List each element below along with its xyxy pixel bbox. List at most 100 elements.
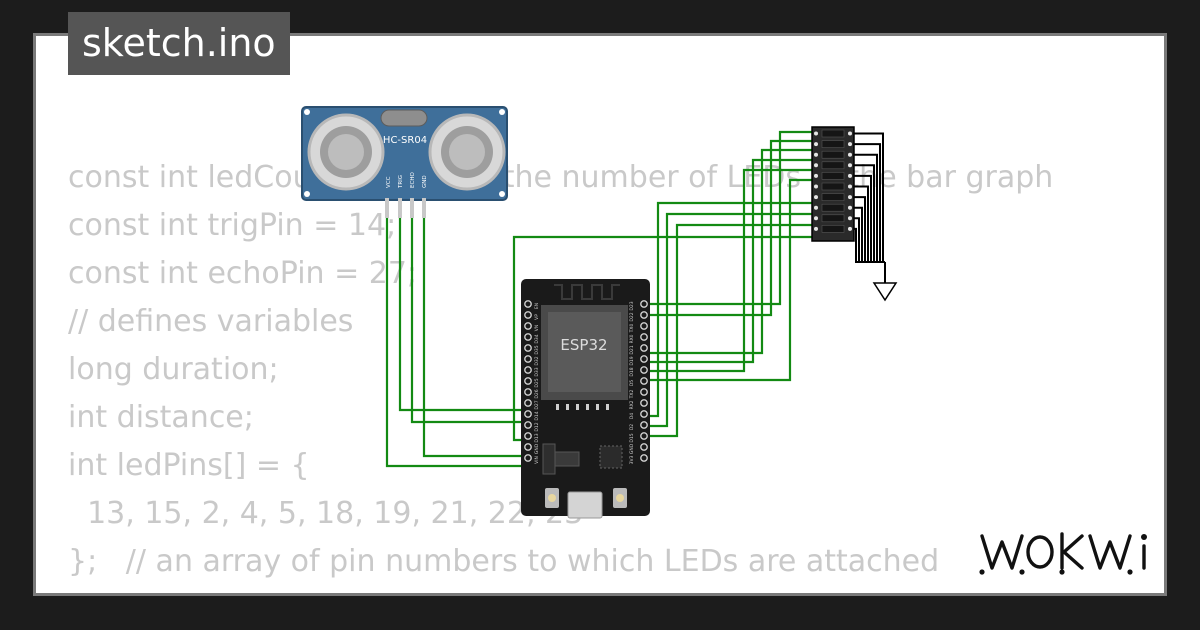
wire-trig[interactable] — [398, 198, 528, 412]
pin-label: D2 — [629, 424, 635, 430]
pin-label: RX2 — [629, 400, 635, 409]
pin-d2-right[interactable] — [640, 421, 648, 429]
pin-d5-right[interactable] — [640, 377, 648, 385]
pin-d15-right[interactable] — [640, 432, 648, 440]
pin-en-left[interactable] — [524, 300, 532, 308]
bar-segment — [821, 140, 845, 148]
pin-label: D23 — [629, 301, 635, 310]
wire-led-15[interactable] — [644, 223, 818, 438]
wire-echo[interactable] — [410, 198, 528, 424]
bar-pin-cathode[interactable] — [848, 205, 852, 210]
project-title-tab[interactable]: sketch.ino — [68, 12, 290, 75]
bar-pin-cathode[interactable] — [848, 173, 852, 178]
led-bar-graph[interactable] — [811, 126, 855, 242]
pin-gnd-left[interactable] — [524, 443, 532, 451]
pin-3v3-right[interactable] — [640, 454, 648, 462]
pin-d4-right[interactable] — [640, 410, 648, 418]
antenna — [554, 284, 620, 300]
bar-pin-anode[interactable] — [814, 205, 818, 210]
bar-segment — [821, 150, 845, 159]
pin-label: D5 — [629, 380, 635, 386]
pin-d14-left[interactable] — [524, 410, 532, 418]
bar-pin-anode[interactable] — [814, 163, 818, 168]
bar-pin-anode[interactable] — [814, 131, 818, 136]
bar-pin-anode[interactable] — [814, 142, 818, 147]
pin-d27-left[interactable] — [524, 399, 532, 407]
pin-d19-right[interactable] — [640, 355, 648, 363]
pin-d32-left[interactable] — [524, 355, 532, 363]
pin-d23-right[interactable] — [640, 300, 648, 308]
pin-tx2-right[interactable] — [640, 388, 648, 396]
bar-pin-anode[interactable] — [814, 226, 818, 231]
pin-label: D27 — [534, 400, 540, 409]
bar-pin-cathode[interactable] — [848, 184, 852, 189]
pin-label: D15 — [629, 433, 635, 442]
pin-label-vcc: VCC — [386, 176, 392, 188]
pin-label: TX2 — [629, 390, 635, 400]
pin-vp-left[interactable] — [524, 311, 532, 319]
bar-pin-cathode[interactable] — [848, 226, 852, 231]
bar-segment — [821, 193, 845, 201]
esp32-left-pin-header[interactable]: ENVPVND34D35D32D33D25D26D27D14D12D13GNDV… — [524, 300, 540, 464]
esp32-right-pin-header[interactable]: D23D22TX0RX0D21D19D18D5TX2RX2D4D2D15GND3… — [629, 300, 648, 465]
wire-led-18[interactable] — [644, 168, 818, 373]
bar-pin-cathode[interactable] — [848, 163, 852, 168]
wire-led-5[interactable] — [644, 178, 818, 382]
bar-pin-cathode[interactable] — [848, 195, 852, 200]
bar-pin-anode[interactable] — [814, 173, 818, 178]
bar-pin-anode[interactable] — [814, 152, 818, 157]
transducer-left — [307, 113, 385, 191]
bar-pin-cathode[interactable] — [848, 142, 852, 147]
esp32-board[interactable]: ESP32 ENVPVND34D35D32D33D25D26D27D14D12D… — [521, 279, 650, 519]
pin-d26-left[interactable] — [524, 388, 532, 396]
pin-d22-right[interactable] — [640, 311, 648, 319]
code-line: int distance; — [68, 400, 254, 435]
pin-label: VN — [534, 325, 540, 331]
pin-label-gnd: GND — [422, 175, 428, 188]
wire-led-4[interactable] — [644, 201, 818, 418]
wire-gnd[interactable] — [422, 198, 528, 458]
bar-pin-cathode[interactable] — [848, 216, 852, 221]
bar-pin-cathode[interactable] — [848, 152, 852, 157]
bar-segment — [821, 172, 845, 180]
pin-d34-left[interactable] — [524, 333, 532, 341]
pin-tx0-right[interactable] — [640, 322, 648, 330]
pin-rx0-right[interactable] — [640, 333, 648, 341]
pin-gnd-right[interactable] — [640, 443, 648, 451]
module-castellations — [556, 404, 609, 410]
wire-vcc[interactable] — [385, 198, 528, 468]
wire-led-23[interactable] — [644, 130, 818, 306]
pin-d21-right[interactable] — [640, 344, 648, 352]
pin-label: GND — [534, 443, 540, 454]
pin-label: D13 — [534, 433, 540, 442]
wire-led-19[interactable] — [644, 158, 818, 364]
pin-label: D12 — [534, 422, 540, 431]
pin-vin-left[interactable] — [524, 454, 532, 462]
wire-led-21[interactable] — [644, 148, 818, 355]
bar-pin-anode[interactable] — [814, 216, 818, 221]
bar-segment — [821, 214, 845, 223]
wire-led-22[interactable] — [644, 139, 818, 317]
bar-segment — [821, 182, 845, 191]
sensor-label: HC-SR04 — [383, 135, 427, 146]
pin-d18-right[interactable] — [640, 366, 648, 374]
ground-wires[interactable] — [852, 132, 886, 284]
pin-rx2-right[interactable] — [640, 399, 648, 407]
wokwi-logo — [979, 532, 1147, 575]
pin-vn-left[interactable] — [524, 322, 532, 330]
pin-d33-left[interactable] — [524, 366, 532, 374]
pin-d35-left[interactable] — [524, 344, 532, 352]
pin-d13-left[interactable] — [524, 432, 532, 440]
pin-label: 3V3 — [629, 455, 635, 464]
bar-pin-anode[interactable] — [814, 184, 818, 189]
wire-led-2[interactable] — [644, 212, 818, 428]
sensor-header-pins — [385, 198, 426, 218]
ground-symbol — [872, 282, 898, 302]
pin-label: D22 — [629, 312, 635, 321]
hc-sr04-sensor[interactable]: HC-SR04 VCC TRIG ECHO GND — [301, 106, 508, 218]
bar-pin-anode[interactable] — [814, 195, 818, 200]
pin-d12-left[interactable] — [524, 421, 532, 429]
pin-d25-left[interactable] — [524, 377, 532, 385]
bar-pin-cathode[interactable] — [848, 131, 852, 136]
